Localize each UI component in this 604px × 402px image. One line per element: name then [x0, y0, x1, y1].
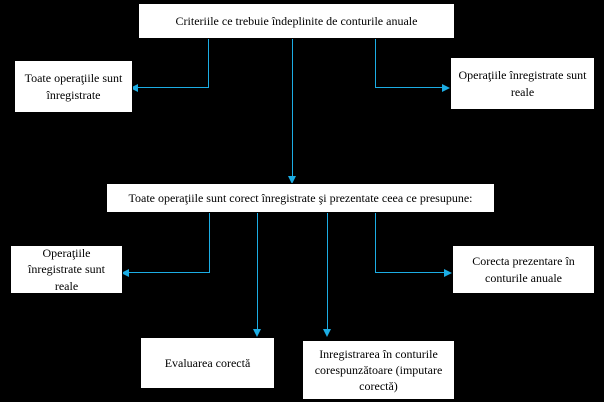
connector-middle-to-bottomright-horizontal [375, 272, 445, 273]
node-operations-recorded-are-real-label: Operaţiile înregistrate sunt reale [458, 68, 587, 99]
node-operations-recorded-are-real[interactable]: Operaţiile înregistrate sunt reale [450, 57, 595, 110]
node-bottom-operations-real-label: Operaţiile înregistrate sunt reale [28, 246, 105, 293]
arrow-head-to-eval-box [253, 329, 261, 337]
node-operations-correctly-recorded-label: Toate operaţiile sunt corect înregistrat… [128, 190, 473, 205]
connector-top-to-right-vertical [375, 38, 376, 88]
node-correct-presentation-annual-accounts-label: Corecta prezentare în conturile anuale [472, 254, 575, 285]
node-correct-evaluation[interactable]: Evaluarea corectă [140, 337, 275, 389]
arrow-head-to-left-box [130, 84, 138, 92]
node-recording-in-correct-accounts-label: Inregistrarea în conturile corespunzătoa… [314, 346, 443, 394]
arrow-head-to-right-box [442, 84, 450, 92]
arrow-head-to-middle-box [288, 176, 296, 184]
connector-top-to-left-vertical [208, 38, 209, 88]
connector-middle-to-bottomright-vertical [375, 213, 376, 273]
arrow-head-to-bottomleft-box [121, 269, 129, 277]
connector-middle-to-inreg-vertical [327, 213, 328, 332]
connector-middle-to-bottomleft-vertical [209, 213, 210, 273]
node-criteria-title[interactable]: Criteriile ce trebuie îndeplinite de con… [138, 3, 455, 39]
node-all-operations-recorded[interactable]: Toate operaţiile sunt înregistrate [14, 60, 133, 113]
connector-middle-to-bottomleft-horizontal [128, 272, 210, 273]
connector-middle-to-eval-vertical [257, 213, 258, 332]
node-recording-in-correct-accounts[interactable]: Inregistrarea în conturile corespunzătoa… [302, 340, 455, 400]
arrow-head-to-bottomright-box [444, 269, 452, 277]
node-correct-evaluation-label: Evaluarea corectă [164, 355, 251, 370]
connector-top-to-right-horizontal [375, 87, 443, 88]
connector-top-to-left-horizontal [137, 87, 209, 88]
node-bottom-operations-real[interactable]: Operaţiile înregistrate sunt reale [10, 245, 123, 294]
node-correct-presentation-annual-accounts[interactable]: Corecta prezentare în conturile anuale [452, 245, 595, 294]
node-all-operations-recorded-label: Toate operaţiile sunt înregistrate [24, 71, 123, 102]
node-operations-correctly-recorded[interactable]: Toate operaţiile sunt corect înregistrat… [106, 183, 495, 213]
connector-top-to-middle-vertical [292, 38, 293, 179]
arrow-head-to-inreg-box [323, 329, 331, 337]
node-criteria-title-label: Criteriile ce trebuie îndeplinite de con… [175, 13, 418, 28]
